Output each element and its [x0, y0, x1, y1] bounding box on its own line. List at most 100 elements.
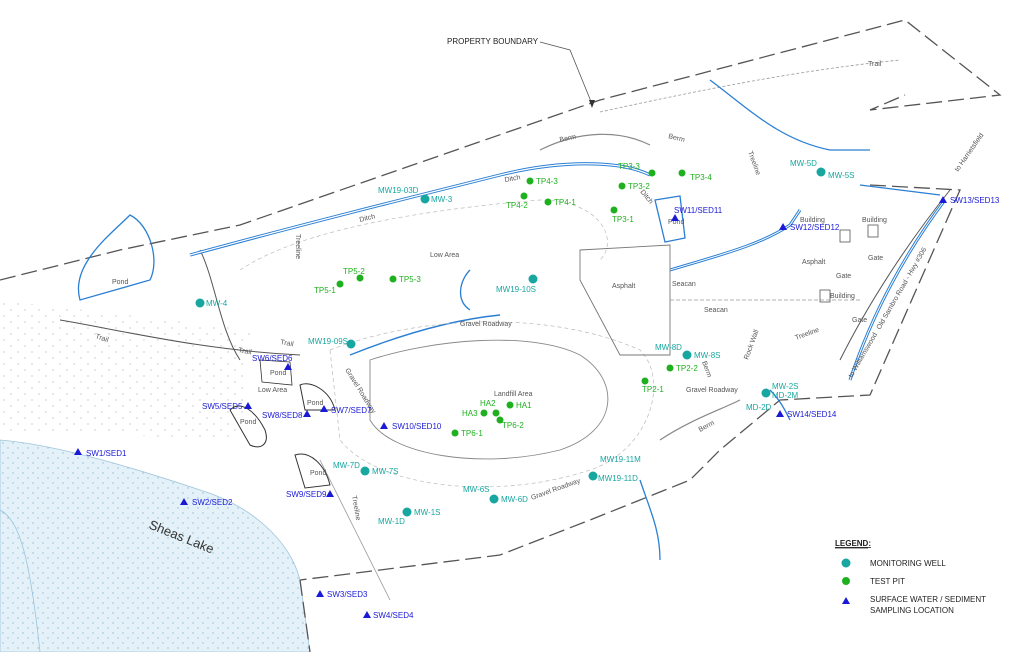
trail-label-3: Trail: [238, 347, 253, 356]
well-label-mw-7d: MW-7D: [333, 461, 360, 470]
trail-label-2: Trail: [94, 333, 109, 344]
to-harrietsfield-label: to Harrietsfield: [954, 132, 986, 173]
berm-label-4: Berm: [698, 420, 716, 434]
stream-east: [769, 389, 791, 421]
pond-label-3: Pond: [270, 370, 286, 377]
sampling-triangle-icon: [303, 410, 311, 417]
trail-south: [319, 459, 391, 601]
well-label-mw-1s: MW-1S: [414, 508, 441, 517]
monitoring-well-icon: [360, 466, 370, 476]
stream-low-area: [459, 269, 471, 311]
sampling-triangle-icon: [671, 214, 679, 221]
pond-sw9: [294, 453, 331, 489]
test-pit-icon: [356, 274, 364, 282]
pond-label-5: Pond: [240, 419, 256, 426]
test-pit-icon: [492, 409, 500, 417]
monitoring-well-icon: [346, 339, 356, 349]
test-pit-label-tp5-1: TP5-1: [314, 286, 336, 295]
test-pit-label-tp2-1: TP2-1: [642, 385, 664, 394]
test-pit-label-tp4-1: TP4-1: [554, 198, 576, 207]
sampling-triangle-icon: [363, 611, 371, 618]
pond-label-1: Pond: [112, 279, 128, 286]
landfill-outline: [369, 339, 609, 460]
pond-sw8: [299, 383, 336, 411]
site-contour-north: [239, 199, 608, 271]
lake-shore-line: [0, 509, 41, 652]
pond-label-4: Pond: [307, 400, 323, 407]
well-label-mw-7s: MW-7S: [372, 467, 399, 476]
sampling-label-sw6: SW6/SED6: [252, 354, 293, 363]
sampling-triangle-icon: [284, 363, 292, 370]
building-3: [819, 289, 831, 303]
test-pit-icon: [389, 275, 397, 283]
sampling-label-sw8: SW8/SED8: [262, 411, 303, 420]
sampling-triangle-icon: [74, 448, 82, 455]
sampling-label-sw5: SW5/SED5: [202, 402, 243, 411]
berm-label-3: Berm: [700, 360, 712, 378]
boundary-leader-arrow: [589, 100, 595, 108]
legend-sampling-triangle-icon: [842, 597, 850, 604]
legend-test-pit-label: TEST PIT: [870, 577, 905, 586]
to-williamswood-label: to Williamswood: [848, 332, 879, 379]
test-pit-icon: [618, 182, 626, 190]
property-boundary-east: [299, 184, 961, 581]
gravel-roadway-label-4: Gravel Roadway: [530, 477, 581, 501]
berm-south: [659, 399, 741, 441]
well-label-mw-3: MW-3: [431, 195, 453, 204]
sampling-triangle-icon: [320, 405, 328, 412]
test-pit-icon: [544, 198, 552, 206]
seacan-label-1: Seacan: [672, 281, 696, 288]
sampling-label-sw1: SW1/SED1: [86, 449, 127, 458]
property-boundary-line: [0, 19, 1002, 281]
test-pit-label-tp3-2: TP3-2: [628, 182, 650, 191]
landfill-area-label: Landfill Area: [494, 391, 533, 398]
legend-monitoring-well-icon: [841, 558, 851, 568]
well-label-mw19-09s: MW19-09S: [308, 337, 348, 346]
gravel-roadway-label-3: Gravel Roadway: [686, 387, 738, 394]
well-label-mw19-03d: MW19-03D: [378, 186, 419, 195]
test-pit-icon: [496, 416, 504, 424]
trail-west-2: [199, 249, 241, 361]
ditch-label-1: Ditch: [359, 213, 376, 224]
well-label-mw19-11d: MW19-11D: [598, 474, 638, 483]
test-pit-label-tp6-2: TP6-2: [502, 421, 524, 430]
test-pit-label-tp6-1: TP6-1: [461, 429, 483, 438]
pond-label-2: Pond: [668, 219, 684, 226]
sampling-location-markers: [74, 196, 947, 618]
stream-west: [349, 314, 501, 356]
ditch-label-2: Ditch: [504, 174, 521, 184]
building-label-1: Building: [800, 217, 825, 224]
stream-south: [639, 479, 661, 561]
test-pit-label-tp5-2: TP5-2: [343, 267, 365, 276]
legend-monitoring-well-label: MONITORING WELL: [870, 559, 946, 568]
sampling-triangle-icon: [180, 498, 188, 505]
legend-test-pit-icon: [842, 577, 850, 585]
landfill-contour: [329, 321, 655, 488]
treeline-label-3: Treeline: [794, 327, 820, 342]
well-label-mw-5d: MW-5D: [790, 159, 817, 168]
sampling-label-sw14: SW14/SED14: [787, 410, 837, 419]
test-pit-label-ha3: HA3: [462, 409, 478, 418]
sampling-label-sw11: SW11/SED11: [674, 206, 723, 215]
test-pit-icon: [641, 377, 649, 385]
well-label-mw-6s: MW-6S: [463, 485, 490, 494]
boundary-leader-line: [539, 41, 593, 105]
legend: LEGEND: MONITORING WELL TEST PIT SURFACE…: [835, 539, 986, 615]
ditch-label-3: Ditch: [638, 189, 654, 206]
sampling-label-sw4: SW4/SED4: [373, 611, 414, 620]
sampling-triangle-icon: [939, 196, 947, 203]
asphalt-label-2: Asphalt: [802, 259, 825, 266]
well-label-mw-8d: MW-8D: [655, 343, 682, 352]
test-pit-markers: [336, 169, 686, 437]
building-1: [839, 229, 851, 243]
test-pit-icon: [666, 364, 674, 372]
sampling-label-sw7: SW7/SED7: [331, 406, 372, 415]
low-area-label-2: Low Area: [258, 387, 287, 394]
stream-sw13: [859, 184, 941, 196]
well-label-md-2m: MD-2M: [772, 391, 799, 400]
monitoring-well-icon: [420, 194, 430, 204]
test-pit-icon: [678, 169, 686, 177]
trail-north: [599, 59, 901, 113]
legend-sampling-label-line1: SURFACE WATER / SEDIMENT: [870, 595, 986, 604]
